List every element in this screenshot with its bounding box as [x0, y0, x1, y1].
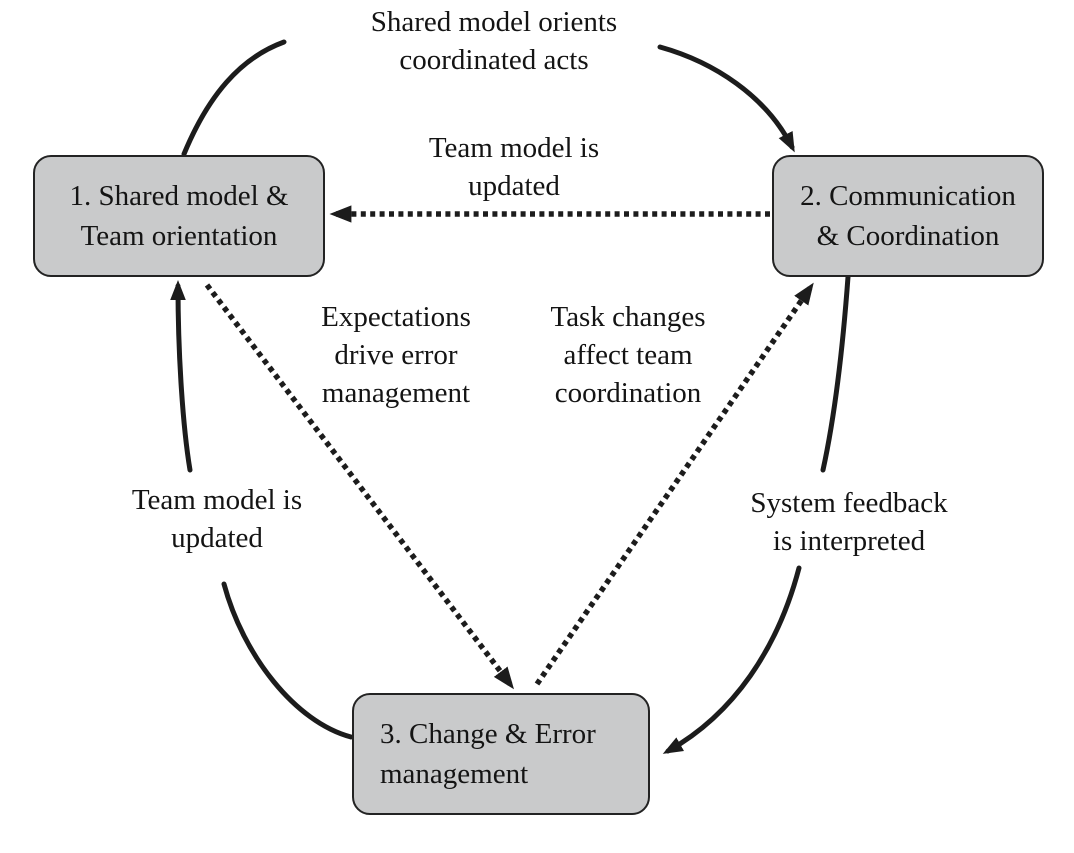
- edge-label-line: Shared model orients: [370, 6, 618, 38]
- edge-communication-to-change-upper-segment: [820, 274, 851, 473]
- edge-label-line: drive error: [334, 339, 458, 371]
- node-label-line: 2. Communication: [800, 180, 1016, 212]
- edge-label-line: updated: [468, 170, 560, 202]
- edge-label-expectations-drive-error: Expectations drive error management: [311, 296, 481, 414]
- node-label-line: 1. Shared model &: [69, 180, 289, 212]
- edge-change-to-shared-arrow-segment: [170, 280, 193, 473]
- node-label-line: Team orientation: [80, 220, 278, 252]
- edge-label-line: Team model is: [428, 132, 600, 164]
- edge-change-to-shared-lower-segment: [221, 581, 354, 740]
- edge-label-line: Task changes: [550, 301, 706, 333]
- edge-shared-to-communication-left-segment: [181, 39, 287, 157]
- edge-label-line: Team model is: [131, 484, 303, 516]
- edge-label-line: affect team: [563, 339, 693, 371]
- node-label-line: & Coordination: [816, 220, 1000, 252]
- edge-label-line: is interpreted: [772, 525, 926, 557]
- edge-label-task-changes-affect: Task changes affect team coordination: [540, 296, 716, 414]
- edge-label-line: coordination: [554, 377, 702, 409]
- edge-label-line: updated: [171, 522, 263, 554]
- edge-label-line: Expectations: [321, 301, 471, 333]
- edge-change-to-communication-dotted-line: [534, 282, 814, 686]
- edge-communication-to-change-arrow-segment: [662, 565, 802, 754]
- node-communication-coordination: 2. Communication & Coordination: [772, 155, 1044, 277]
- edge-label-line: management: [321, 377, 471, 409]
- node-shared-model-team-orientation: 1. Shared model & Team orientation: [33, 155, 325, 277]
- edge-label-team-model-updated-left: Team model is updated: [121, 479, 313, 559]
- edge-shared-to-change-dotted-line: [204, 283, 514, 690]
- edge-label-team-model-updated-top: Team model is updated: [418, 127, 610, 207]
- edge-label-shared-model-orients: Shared model orients coordinated acts: [360, 1, 628, 81]
- edge-shared-to-communication-arrow-segment: [657, 44, 795, 153]
- edge-label-system-feedback: System feedback is interpreted: [740, 482, 958, 562]
- edge-label-line: coordinated acts: [399, 44, 589, 76]
- node-label-line: management: [380, 758, 529, 790]
- node-change-error-management: 3. Change & Error management: [352, 693, 650, 815]
- edge-label-line: System feedback: [750, 487, 948, 519]
- node-label-line: 3. Change & Error: [380, 718, 596, 750]
